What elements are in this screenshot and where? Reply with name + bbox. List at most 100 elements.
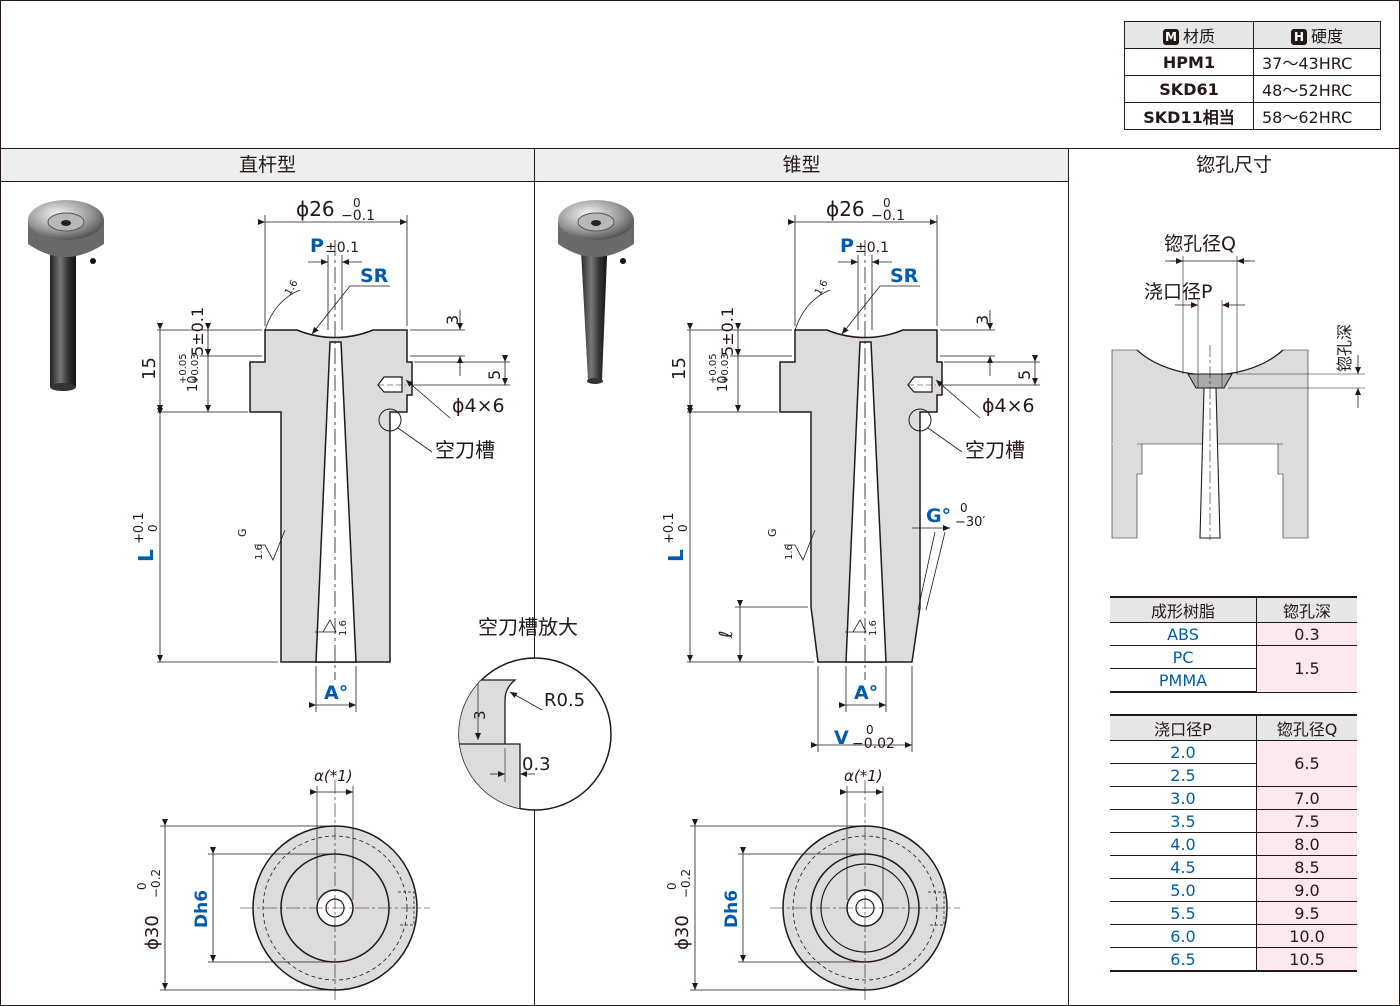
panel-top-border	[0, 148, 1400, 149]
straight-product-photo	[28, 200, 104, 391]
svg-text:锪孔深: 锪孔深	[1335, 324, 1354, 372]
hardness-cell: 58～62HRC	[1253, 102, 1381, 130]
straight-bottom-text: α(*1) ϕ30 0 −0.2 Dh6	[135, 767, 353, 950]
svg-text:L: L	[134, 549, 158, 562]
svg-text:−0.02: −0.02	[852, 736, 895, 752]
q-cell: 10.0	[1256, 924, 1357, 948]
svg-text:5±0.1: 5±0.1	[718, 307, 737, 356]
depth-cell: 0.3	[1256, 622, 1357, 646]
svg-text:0.3: 0.3	[522, 754, 551, 775]
svg-text:G°: G°	[926, 505, 951, 527]
hardness-marker-icon: H	[1290, 29, 1307, 45]
svg-text:0: 0	[676, 524, 690, 532]
gate-cell: 6.0	[1110, 924, 1257, 948]
svg-text:空刀槽: 空刀槽	[435, 438, 495, 462]
svg-text:3: 3	[973, 315, 992, 325]
svg-text:0: 0	[135, 882, 149, 890]
svg-text:α(*1): α(*1)	[314, 767, 353, 785]
tapered-bottom-view	[690, 780, 960, 1000]
svg-text:1.6: 1.6	[254, 544, 265, 560]
svg-text:ϕ30: ϕ30	[672, 915, 693, 950]
resin-table: 成形树脂 锪孔深 ABS 0.3 PC 1.5 PMMA	[1110, 596, 1357, 693]
svg-text:P: P	[840, 235, 854, 257]
svg-text:锪孔径Q: 锪孔径Q	[1164, 233, 1236, 255]
svg-text:空刀槽: 空刀槽	[965, 438, 1025, 462]
svg-text:α(*1): α(*1)	[844, 767, 883, 785]
gate-cell: 2.0	[1110, 740, 1257, 764]
svg-text:+0.03: +0.03	[190, 353, 201, 384]
svg-text:15: 15	[139, 357, 160, 380]
gate-cell: 4.5	[1110, 855, 1257, 879]
svg-text:10: 10	[716, 375, 731, 392]
svg-text:ϕ4×6: ϕ4×6	[452, 395, 505, 417]
svg-text:10: 10	[186, 375, 201, 392]
svg-text:R0.5: R0.5	[544, 690, 585, 711]
svg-text:P: P	[310, 235, 324, 257]
hardness-cell: 48～52HRC	[1253, 75, 1381, 103]
q-cell: 10.5	[1256, 947, 1357, 972]
svg-text:1.6: 1.6	[338, 620, 349, 636]
material-cell: SKD61	[1124, 75, 1254, 103]
q-cell: 8.5	[1256, 855, 1357, 879]
svg-text:ϕ26: ϕ26	[826, 197, 865, 221]
svg-text:0: 0	[883, 196, 891, 210]
counterbore-section	[1111, 256, 1365, 540]
material-cell: HPM1	[1124, 48, 1254, 76]
svg-text:ϕ26: ϕ26	[296, 197, 335, 221]
straight-dimensions	[157, 215, 510, 712]
panel-title-counterbore: 锪孔尺寸	[1069, 149, 1399, 181]
svg-text:+0.03: +0.03	[720, 353, 731, 384]
svg-text:1.6: 1.6	[784, 544, 795, 560]
svg-text:5±0.1: 5±0.1	[188, 307, 207, 356]
svg-text:15: 15	[669, 357, 690, 380]
straight-bottom-view	[160, 780, 430, 1000]
tapered-product-photo	[558, 200, 634, 384]
svg-text:0: 0	[866, 723, 874, 737]
tapered-section-view	[779, 240, 943, 680]
straight-dimension-text: ϕ26 0 −0.1 P ±0.1 SR 1.6 3 5 15 5±0.1 10…	[132, 196, 505, 704]
panel-divider	[1068, 148, 1069, 1006]
svg-text:5: 5	[485, 370, 504, 380]
q-cell: 7.5	[1256, 809, 1357, 833]
svg-text:0: 0	[146, 524, 160, 532]
svg-text:3: 3	[471, 710, 489, 720]
detail-view: R0.5 3 0.3	[458, 657, 612, 811]
gate-cell: 3.5	[1110, 809, 1257, 833]
tapered-dimension-text: ϕ26 0 −0.1 P ±0.1 SR 1.6 3 5 15 5±0.1 10…	[662, 196, 1035, 752]
svg-text:−0.2: −0.2	[149, 869, 163, 898]
svg-text:3: 3	[443, 315, 462, 325]
svg-text:SR: SR	[360, 265, 389, 287]
q-cell: 9.5	[1256, 901, 1357, 925]
q-cell: 9.0	[1256, 878, 1357, 902]
panel-title-tapered: 锥型	[535, 149, 1068, 182]
svg-text:ℓ: ℓ	[716, 631, 737, 639]
depth-header: 锪孔深	[1256, 596, 1357, 623]
resin-header: 成形树脂	[1110, 596, 1257, 623]
gate-cell: 3.0	[1110, 786, 1257, 810]
svg-text:浇口径P: 浇口径P	[1144, 281, 1212, 303]
svg-text:G: G	[236, 528, 249, 537]
svg-text:V: V	[834, 727, 849, 749]
svg-text:A°: A°	[324, 682, 348, 704]
counterbore-text: 锪孔径Q 浇口径P 锪孔深	[1144, 233, 1354, 372]
gate-cell: 5.0	[1110, 878, 1257, 902]
svg-text:A°: A°	[854, 682, 878, 704]
tapered-bottom-text: α(*1) ϕ30 0 −0.2 Dh6	[665, 767, 883, 950]
svg-text:±0.1: ±0.1	[325, 240, 359, 256]
svg-text:L: L	[664, 549, 688, 562]
svg-text:+0.1: +0.1	[662, 512, 677, 544]
svg-text:−0.2: −0.2	[679, 869, 693, 898]
svg-text:0: 0	[353, 196, 361, 210]
svg-text:−0.1: −0.1	[871, 208, 905, 224]
resin-cell: PC	[1110, 645, 1257, 669]
straight-section-view	[249, 240, 413, 680]
svg-text:ϕ30: ϕ30	[142, 915, 163, 950]
gate-cell: 6.5	[1110, 947, 1257, 972]
svg-text:SR: SR	[890, 265, 919, 287]
svg-text:0: 0	[960, 501, 968, 515]
q-cell: 8.0	[1256, 832, 1357, 856]
svg-text:5: 5	[1015, 370, 1034, 380]
